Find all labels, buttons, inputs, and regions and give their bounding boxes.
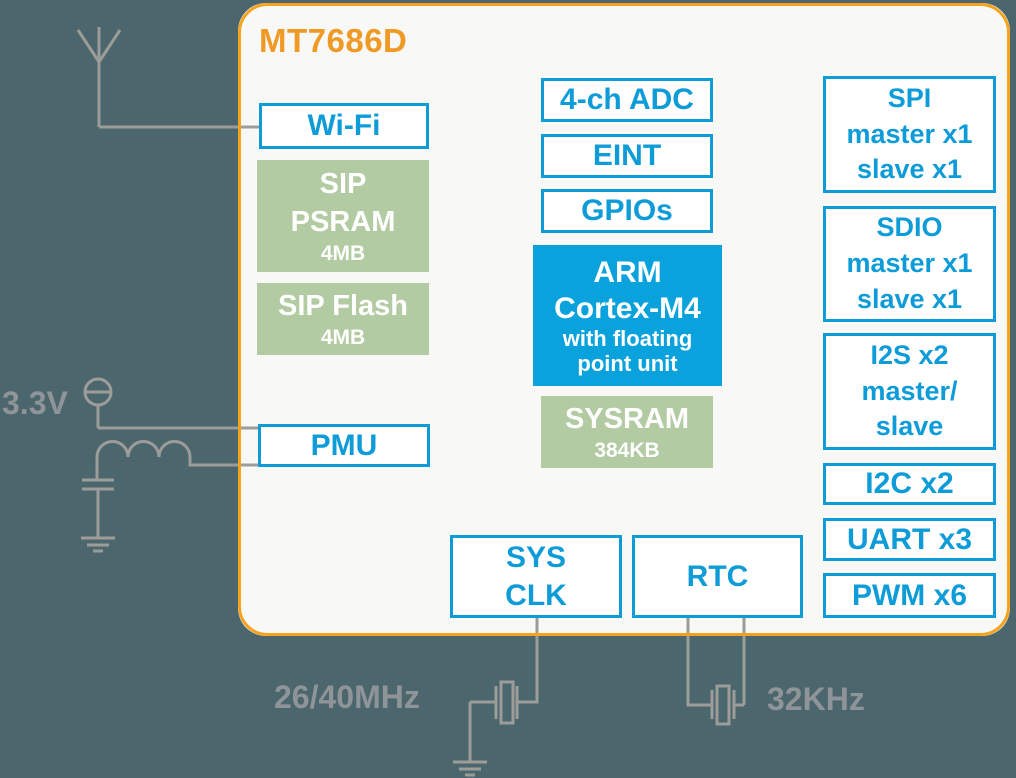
i2s-line2: master/	[861, 375, 958, 406]
eint-label: EINT	[592, 139, 662, 173]
sdio-block: SDIO master x1 slave x1	[823, 206, 996, 322]
rtc-freq-label: 32KHz	[767, 681, 865, 717]
crystal-ground-icon	[453, 760, 487, 777]
sys-crystal-icon	[468, 618, 539, 762]
arm-line2: Cortex-M4	[554, 291, 701, 325]
sip-flash-size: 4MB	[320, 325, 366, 349]
pwm-block: PWM x6	[823, 573, 996, 618]
antenna-icon	[76, 27, 262, 129]
pmu-block: PMU	[258, 424, 430, 467]
sip-flash-block: SIP Flash 4MB	[257, 283, 429, 355]
spi-line3: slave x1	[856, 154, 963, 185]
sip-psram-line2: PSRAM	[290, 205, 396, 238]
sip-flash-line1: SIP Flash	[277, 290, 409, 323]
arm-line4: point unit	[577, 350, 678, 376]
sip-psram-block: SIP PSRAM 4MB	[257, 160, 429, 272]
rtc-label: RTC	[686, 559, 749, 593]
i2s-line3: slave	[875, 411, 944, 442]
ground-icon	[81, 536, 115, 553]
sysram-block: SYSRAM 384KB	[541, 396, 713, 468]
arm-line1: ARM	[593, 255, 662, 289]
spi-block: SPI master x1 slave x1	[823, 76, 996, 193]
spi-line1: SPI	[887, 82, 932, 113]
capacitor-icon	[82, 478, 114, 538]
sysram-line1: SYSRAM	[564, 403, 690, 436]
uart-block: UART x3	[823, 518, 996, 561]
pwm-label: PWM x6	[851, 578, 968, 612]
sys-clock-freq-label: 26/40MHz	[274, 679, 420, 715]
arm-cortex-block: ARM Cortex-M4 with floating point unit	[533, 245, 722, 386]
pmu-label: PMU	[310, 428, 378, 462]
gpios-label: GPIOs	[581, 194, 673, 228]
sys-clk-block: SYS CLK	[450, 535, 622, 618]
supply-voltage-label: 3.3V	[2, 385, 68, 421]
wifi-label: Wi-Fi	[307, 109, 381, 143]
sdio-line1: SDIO	[876, 212, 943, 243]
sdio-line3: slave x1	[856, 283, 963, 314]
wifi-block: Wi-Fi	[259, 103, 429, 149]
sdio-line2: master x1	[846, 248, 973, 279]
sys-clk-line2: CLK	[505, 578, 567, 612]
adc-label: 4-ch ADC	[560, 83, 694, 117]
arm-line3: with floating	[562, 325, 693, 351]
eint-block: EINT	[541, 134, 713, 178]
i2s-line1: I2S x2	[870, 339, 949, 370]
uart-label: UART x3	[846, 522, 973, 556]
i2s-block: I2S x2 master/ slave	[823, 333, 996, 450]
i2c-block: I2C x2	[823, 463, 996, 505]
spi-line2: master x1	[846, 118, 973, 149]
sip-psram-line1: SIP	[319, 168, 367, 201]
adc-block: 4-ch ADC	[541, 78, 713, 122]
i2c-label: I2C x2	[865, 467, 954, 501]
inductor-icon	[95, 440, 261, 480]
voltage-source-icon	[83, 377, 261, 430]
sip-psram-size: 4MB	[320, 241, 366, 265]
sysram-size: 384KB	[594, 438, 660, 462]
chip-title: MT7686D	[259, 22, 408, 59]
rtc-block: RTC	[632, 535, 803, 618]
gpios-block: GPIOs	[541, 189, 713, 233]
sys-clk-line1: SYS	[505, 541, 567, 574]
